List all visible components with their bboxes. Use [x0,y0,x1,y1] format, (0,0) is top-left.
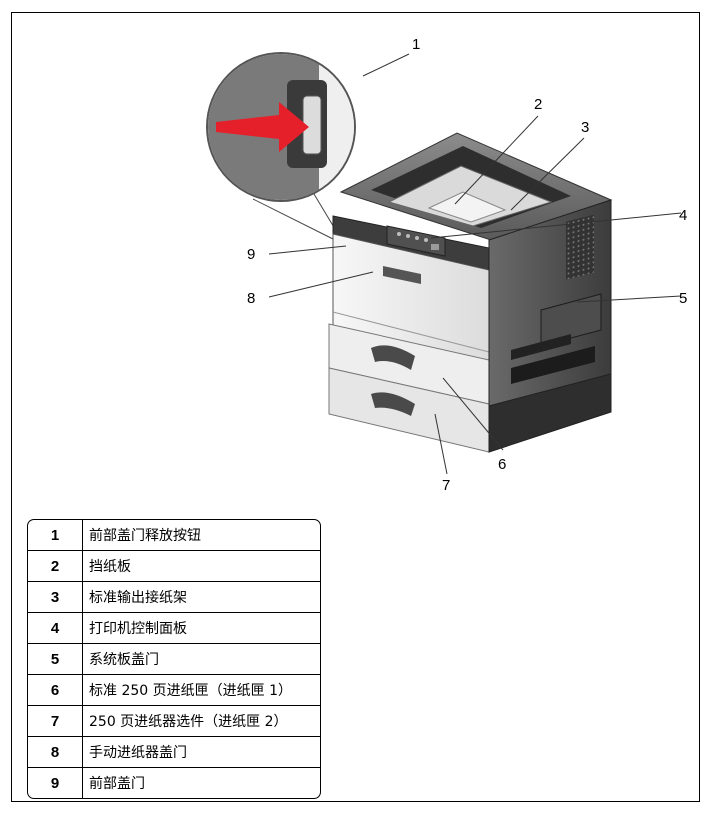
table-row: 6 标准 250 页进纸匣（进纸匣 1） [28,675,320,706]
legend-description: 前部盖门释放按钮 [83,520,320,551]
legend-number: 9 [28,768,83,798]
legend-number: 3 [28,582,83,613]
legend-description: 250 页进纸器选件（进纸匣 2） [83,706,320,737]
legend-description: 标准 250 页进纸匣（进纸匣 1） [83,675,320,706]
system-board-door [540,293,602,347]
release-button-zoom-inset [206,52,356,240]
table-row: 9 前部盖门 [28,768,320,798]
table-row: 4 打印机控制面板 [28,613,320,644]
legend-description: 标准输出接纸架 [83,582,320,613]
legend-description: 前部盖门 [89,776,145,792]
legend-description: 手动进纸器盖门 [83,737,320,768]
legend-table: 1 前部盖门释放按钮 2 挡纸板 3 标准输出接纸架 4 打印机控制面板 5 系… [27,519,321,799]
legend-number: 6 [28,675,83,706]
table-row: 7 250 页进纸器选件（进纸匣 2） [28,706,320,737]
table-row: 1 前部盖门释放按钮 [28,520,320,551]
callout-3: 3 [581,119,589,136]
page-frame [11,12,700,802]
callout-5: 5 [679,290,687,307]
callout-4: 4 [679,207,687,224]
legend-number: 8 [28,737,83,768]
printer-body [328,132,613,453]
table-row: 3 标准输出接纸架 [28,582,320,613]
callout-1: 1 [412,36,420,53]
legend-number: 2 [28,551,83,582]
callout-8: 8 [247,290,255,307]
callout-2: 2 [534,96,542,113]
legend-number: 7 [28,706,83,737]
release-arrow-icon [216,102,309,152]
legend-number: 5 [28,644,83,675]
table-row: 2 挡纸板 [28,551,320,582]
callout-6: 6 [498,456,506,473]
leader-lines [268,53,682,475]
legend-number: 4 [28,613,83,644]
legend-number: 1 [28,520,83,551]
callout-9: 9 [247,246,255,263]
legend-description: 系统板盖门 [83,644,320,675]
table-row: 5 系统板盖门 [28,644,320,675]
legend-description: 挡纸板 [83,551,320,582]
table-row: 8 手动进纸器盖门 [28,737,320,768]
printer-illustration: 1 2 3 4 5 6 7 8 9 [206,36,687,494]
legend-description: 打印机控制面板 [83,613,320,644]
callout-7: 7 [442,477,450,494]
